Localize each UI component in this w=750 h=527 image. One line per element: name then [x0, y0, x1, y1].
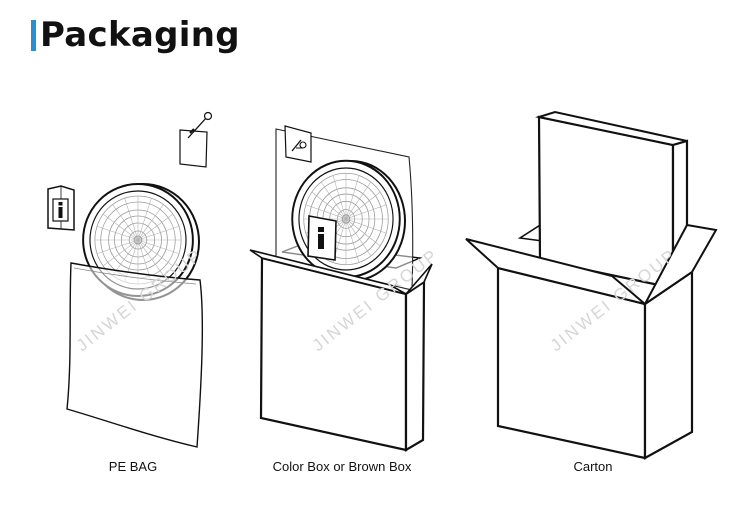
pe-bag-group: [47, 111, 213, 448]
manual-info-icon: [47, 185, 75, 231]
title-accent-bar: [31, 20, 36, 51]
caption-carton: Carton: [573, 459, 613, 474]
color-box-group: [249, 125, 433, 452]
dart-card-icon: [179, 111, 213, 168]
caption-pe-bag: PE BAG: [108, 459, 158, 474]
color-box-side: [404, 279, 426, 452]
page-title: Packaging: [40, 15, 240, 55]
carton-group: [465, 110, 718, 460]
pe-bag-outline: [66, 262, 204, 448]
caption-color-box: Color Box or Brown Box: [272, 459, 412, 474]
manual-info-icon: [307, 215, 337, 261]
dart-card-icon: [284, 125, 312, 163]
